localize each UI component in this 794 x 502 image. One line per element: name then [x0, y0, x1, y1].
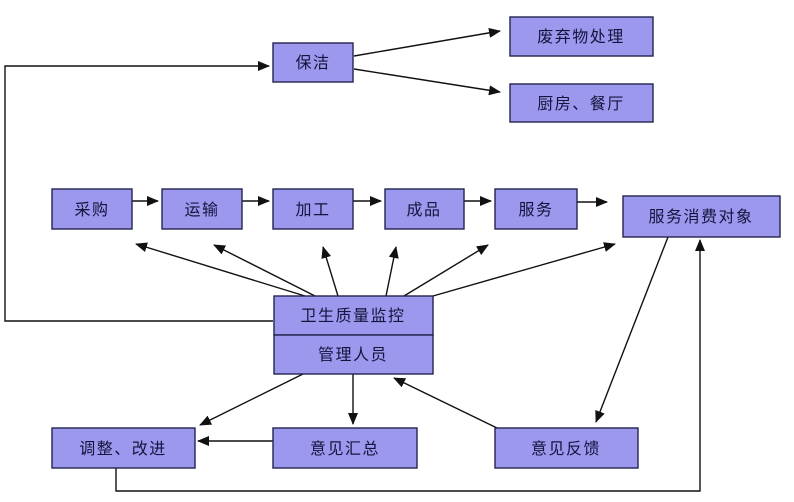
- edge-management-to-adjust-improve: [199, 373, 304, 426]
- node-waste-disposal-label: 废弃物处理: [537, 28, 625, 46]
- edge-adjust-improve-to-service-consumers: [115, 239, 705, 492]
- node-finished-product: 成品: [384, 188, 465, 230]
- node-processing-box: [272, 188, 354, 230]
- node-service-consumers-box: [622, 195, 781, 238]
- node-procurement-box: [51, 188, 133, 230]
- node-waste-disposal-box: [509, 16, 654, 57]
- node-opinion-summary-box: [272, 427, 418, 469]
- edge-monitoring-to-procurement: [135, 242, 306, 297]
- node-procurement-label: 采购: [74, 201, 109, 219]
- node-cleaning-box: [272, 42, 354, 83]
- node-adjust-improve-label: 调整、改进: [79, 440, 167, 458]
- node-kitchen-dining: 厨房、餐厅: [509, 83, 654, 123]
- node-opinion-feedback-box: [494, 427, 639, 469]
- node-cleaning: 保洁: [272, 42, 354, 83]
- node-adjust-improve-box: [51, 427, 196, 469]
- edge-service-consumers-to-opinion-feedback: [595, 236, 669, 423]
- node-opinion-feedback: 意见反馈: [494, 427, 639, 469]
- edge-monitoring-to-service-consumers: [432, 242, 616, 297]
- node-management-staff-box: [273, 334, 434, 375]
- node-hygiene-monitoring: 卫生质量监控: [273, 295, 434, 336]
- edge-monitoring-to-cleaning: [4, 61, 273, 322]
- edge-monitoring-to-transport: [213, 244, 316, 297]
- node-opinion-summary: 意见汇总: [272, 427, 418, 469]
- edge-monitoring-to-processing: [321, 246, 339, 297]
- node-management-staff-label: 管理人员: [318, 346, 388, 364]
- node-kitchen-dining-label: 厨房、餐厅: [537, 95, 625, 113]
- node-hygiene-monitoring-box: [273, 295, 434, 336]
- node-kitchen-dining-box: [509, 83, 654, 123]
- node-service-label: 服务: [518, 201, 553, 219]
- node-processing-label: 加工: [295, 201, 330, 219]
- node-service-consumers: 服务消费对象: [622, 195, 781, 238]
- node-finished-product-box: [384, 188, 465, 230]
- edge-cleaning-to-waste-disposal: [353, 27, 501, 57]
- edge-monitoring-to-service: [403, 244, 489, 297]
- node-procurement: 采购: [51, 188, 133, 230]
- nodes-layer: 保洁 废弃物处理 厨房、餐厅 采购 运输 加工 成品 服务: [51, 16, 781, 469]
- edge-monitoring-to-finished-product: [385, 246, 399, 297]
- edges-layer: [4, 27, 705, 492]
- node-transport: 运输: [161, 188, 243, 230]
- node-service-box: [494, 188, 578, 230]
- node-cleaning-label: 保洁: [295, 54, 330, 72]
- edge-cleaning-to-kitchen-dining: [353, 68, 501, 96]
- node-transport-box: [161, 188, 243, 230]
- node-processing: 加工: [272, 188, 354, 230]
- node-service: 服务: [494, 188, 578, 230]
- node-management-staff: 管理人员: [273, 334, 434, 375]
- node-opinion-summary-label: 意见汇总: [310, 439, 380, 458]
- node-transport-label: 运输: [184, 201, 219, 219]
- edge-opinion-feedback-to-management: [393, 377, 498, 429]
- node-adjust-improve: 调整、改进: [51, 427, 196, 469]
- node-service-consumers-label: 服务消费对象: [648, 208, 753, 226]
- node-hygiene-monitoring-label: 卫生质量监控: [300, 307, 405, 325]
- node-finished-product-label: 成品: [406, 201, 441, 219]
- node-waste-disposal: 废弃物处理: [509, 16, 654, 57]
- node-opinion-feedback-label: 意见反馈: [531, 439, 601, 458]
